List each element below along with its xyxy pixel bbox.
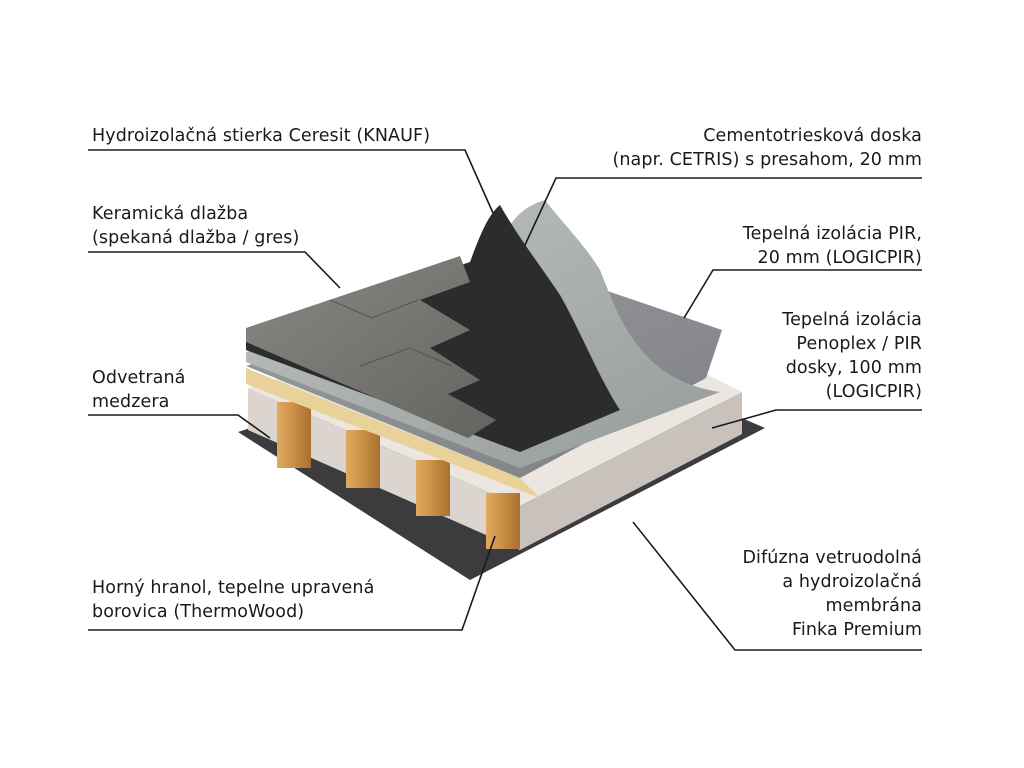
label-line: Tepelná izolácia PIR, [743,222,922,246]
label-line: 20 mm (LOGICPIR) [743,246,922,270]
label-line: (spekaná dlažba / gres) [92,226,299,250]
label-line: medzera [92,390,186,414]
label-line: a hydroizolačná [742,570,922,594]
label-hydroizolacna-stierka: Hydroizolačná stierka Ceresit (KNAUF) [92,124,430,148]
label-line: borovica (ThermoWood) [92,600,374,624]
label-horny-hranol: Horný hranol, tepelne upravená borovica … [92,576,374,624]
label-line: Penoplex / PIR [782,332,922,356]
label-tepelna-izolacia-pir: Tepelná izolácia PIR, 20 mm (LOGICPIR) [743,222,922,270]
label-difuzna-membrana: Difúzna vetruodolná a hydroizolačná memb… [742,546,922,642]
label-line: dosky, 100 mm [782,356,922,380]
label-line: Difúzna vetruodolná [742,546,922,570]
label-tepelna-izolacia-penoplex: Tepelná izolácia Penoplex / PIR dosky, 1… [782,308,922,404]
label-cementotrieskova-doska: Cementotriesková doska (napr. CETRIS) s … [612,124,922,172]
label-line: (LOGICPIR) [782,380,922,404]
label-keramicka-dlazba: Keramická dlažba (spekaná dlažba / gres) [92,202,299,250]
label-line: Odvetraná [92,366,186,390]
label-line: membrána [742,594,922,618]
label-line: Horný hranol, tepelne upravená [92,576,374,600]
label-line: Finka Premium [742,618,922,642]
label-line: Cementotriesková doska [612,124,922,148]
label-odvetrana-medzera: Odvetraná medzera [92,366,186,414]
label-line: Keramická dlažba [92,202,299,226]
label-line: Tepelná izolácia [782,308,922,332]
label-line: (napr. CETRIS) s presahom, 20 mm [612,148,922,172]
label-line: Hydroizolačná stierka Ceresit (KNAUF) [92,124,430,148]
